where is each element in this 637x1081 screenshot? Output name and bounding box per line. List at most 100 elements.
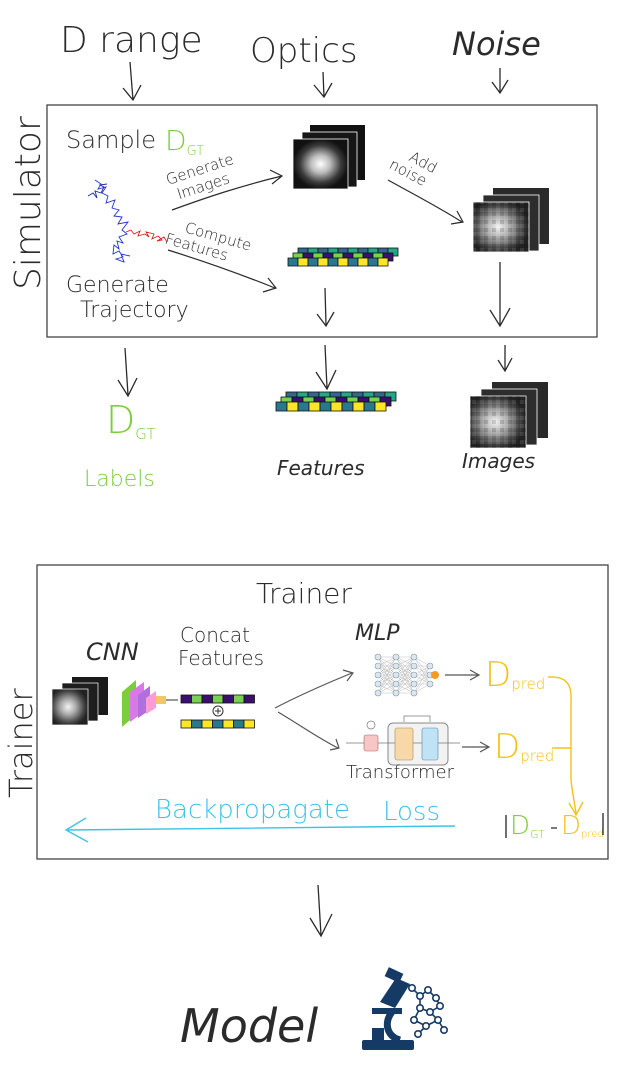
mlp-node [426, 680, 434, 688]
pred-to-loss-connector [547, 676, 584, 817]
mlp-node [374, 680, 382, 688]
logo-node [425, 1007, 434, 1016]
feature-cell [286, 401, 299, 412]
mlp-edge [395, 665, 415, 694]
mlp-edge [377, 665, 397, 694]
logo-node [421, 1021, 430, 1030]
feature-cell [327, 257, 339, 267]
mlp-edge [395, 656, 415, 694]
feature-cell [377, 257, 389, 267]
feature-cell [180, 694, 192, 704]
feature-cell [297, 257, 309, 267]
simulator-feature-strip [287, 247, 399, 267]
mlp-edge [377, 656, 397, 667]
mlp-network-icon [374, 653, 434, 697]
mlp-edge [395, 683, 415, 694]
output-arrows [117, 344, 513, 398]
model-branch-arrows [274, 669, 354, 751]
mlp-output-node [431, 671, 439, 679]
mlp-edge [377, 656, 397, 694]
mlp-node [392, 680, 400, 688]
model-arrow [309, 884, 333, 938]
mlp-edge [413, 674, 431, 694]
add-noise-arrow [387, 179, 464, 225]
noise-arrow [491, 68, 509, 95]
mlp-edge [413, 665, 431, 685]
mlp-node [392, 653, 400, 661]
concat-plus-sign [215, 708, 221, 714]
feature-cell [319, 401, 332, 412]
transformer-output-arrow [462, 741, 491, 753]
mlp-node [374, 671, 382, 679]
microscope-network-icon [362, 967, 448, 1050]
mlp-node [410, 653, 418, 661]
logo-node [435, 1001, 444, 1010]
feature-cell [297, 401, 310, 412]
mlp-node [392, 671, 400, 679]
transformer-d-pred: Dpred [494, 727, 554, 767]
concat-feature-row-a [180, 694, 255, 704]
mlp-edge [377, 656, 397, 685]
loss-label: Loss [383, 797, 440, 827]
cnn-label: CNN [86, 638, 139, 666]
feature-cell [233, 719, 245, 729]
feature-cell [374, 401, 387, 412]
labels-d-gt: DGT [106, 398, 156, 443]
feature-cell [201, 694, 213, 704]
feature-cell [191, 719, 203, 729]
clean-image-stack [292, 125, 365, 190]
output-feature-strip [275, 391, 397, 412]
feature-cell [363, 401, 376, 412]
model-label: Model [180, 999, 318, 1053]
noisy-image-stack [472, 188, 549, 253]
logo-node [415, 1003, 424, 1012]
simulator-box [46, 104, 598, 338]
mlp-node [426, 662, 434, 670]
generate-images-label: GenerateImages [164, 150, 241, 205]
logo-node [439, 1026, 448, 1035]
logo-node [415, 991, 424, 1000]
logo-node [431, 993, 440, 1002]
drange-arrow [122, 61, 142, 102]
feature-cell [337, 257, 349, 267]
feature-cell [330, 401, 343, 412]
cnn-layers-icon [122, 680, 178, 727]
feature-cell [222, 719, 234, 729]
logo-node [423, 985, 432, 994]
labels-caption: Labels [84, 467, 155, 492]
backprop-arrow [64, 817, 456, 843]
features-down-arrow [316, 287, 335, 328]
optics-label: Optics [250, 31, 358, 71]
logo-node [407, 983, 416, 992]
logo-node [413, 1030, 422, 1039]
mlp-node [374, 662, 382, 670]
transformer-label: Transformer [346, 762, 455, 783]
feature-cell [367, 257, 379, 267]
feature-cell [347, 257, 359, 267]
output-image-stack [469, 382, 548, 449]
feature-cell [308, 401, 321, 412]
trajectory-plot [87, 179, 168, 263]
mlp-output-arrow [445, 669, 481, 681]
compute-features-arrow [167, 249, 278, 293]
loss-d-gt: DGT [510, 811, 545, 841]
generate-images-arrow [171, 169, 284, 211]
logo-node [433, 1015, 442, 1024]
features-caption: Features [277, 456, 365, 480]
drange-label: D range [60, 20, 203, 61]
feature-cell [233, 694, 245, 704]
feature-cell [243, 694, 255, 704]
feature-cell [317, 257, 329, 267]
mlp-node [374, 653, 382, 661]
backprop-label: Backpropagate [155, 795, 350, 825]
concat-feature-row-b [180, 719, 255, 729]
concat-plus-icon [212, 705, 224, 717]
transformer-icon [346, 715, 460, 766]
feature-cell [341, 401, 354, 412]
feature-cell [275, 401, 288, 412]
mlp-node [392, 689, 400, 697]
feature-cell [352, 401, 365, 412]
